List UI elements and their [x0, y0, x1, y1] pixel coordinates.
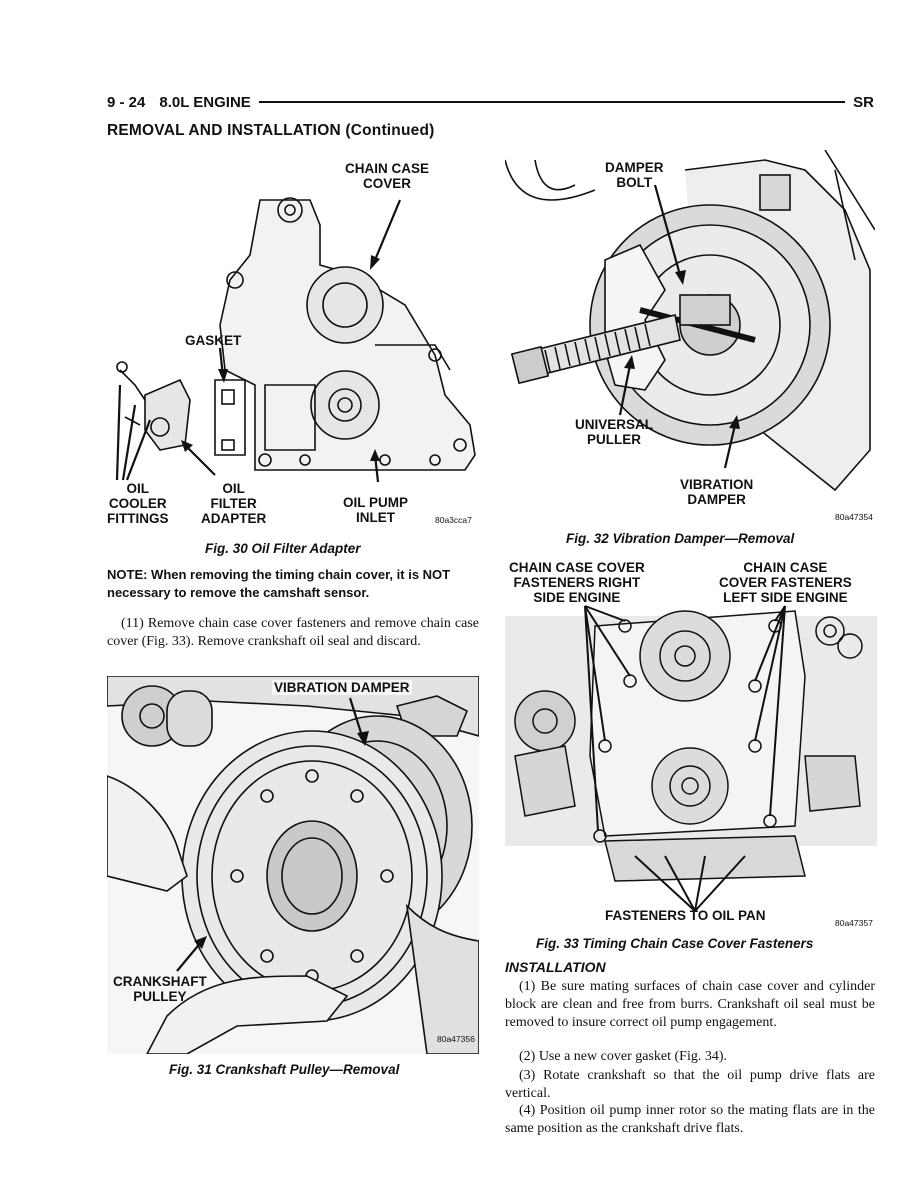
figure-code: 80a47357 [835, 918, 873, 928]
callout-damper-bolt: DAMPER BOLT [605, 160, 664, 190]
header-rule [258, 101, 846, 103]
callout-fasteners-right-side: CHAIN CASE COVER FASTENERS RIGHT SIDE EN… [507, 560, 647, 605]
callout-gasket: GASKET [185, 333, 242, 348]
figure-30-oil-filter-adapter: CHAIN CASE COVER GASKET OIL COOLER FITTI… [105, 155, 480, 535]
figure-32-vibration-damper-removal: DAMPER BOLT UNIVERSAL PULLER VIBRATION D… [505, 150, 875, 522]
section-title: REMOVAL AND INSTALLATION (Continued) [107, 122, 435, 139]
page-header: 9 - 24 8.0L ENGINE SR [107, 92, 874, 112]
figure-33-caption: Fig. 33 Timing Chain Case Cover Fastener… [536, 936, 814, 951]
callout-oil-filter-adapter: OIL FILTER ADAPTER [201, 481, 267, 526]
installation-heading: INSTALLATION [505, 959, 606, 975]
figure-31-illustration [107, 676, 479, 1054]
callout-oil-pump-inlet: OIL PUMP INLET [343, 495, 409, 525]
engine-title: 8.0L ENGINE [159, 93, 251, 111]
figure-code: 80a47354 [835, 512, 873, 522]
figure-30-caption: Fig. 30 Oil Filter Adapter [205, 541, 361, 556]
figure-32-caption: Fig. 32 Vibration Damper—Removal [566, 531, 795, 546]
installation-step-4: (4) Position oil pump inner rotor so the… [505, 1103, 875, 1136]
figure-30-illustration [115, 197, 476, 483]
callout-universal-puller: UNIVERSAL PULLER [575, 417, 654, 447]
note-camshaft-sensor: NOTE: When removing the timing chain cov… [107, 567, 451, 600]
installation-step-3: (3) Rotate crankshaft so that the oil pu… [505, 1068, 875, 1101]
figure-31-crankshaft-pulley: VIBRATION DAMPER CRANKSHAFT PULLEY 80a47… [107, 676, 479, 1054]
installation-step-2: (2) Use a new cover gasket (Fig. 34). [519, 1049, 727, 1064]
callout-crankshaft-pulley: CRANKSHAFT PULLEY [113, 974, 207, 1004]
figure-33-illustration [505, 605, 877, 912]
callout-fasteners-oil-pan: FASTENERS TO OIL PAN [605, 908, 766, 923]
callout-vibration-damper: VIBRATION DAMPER [680, 477, 754, 507]
callout-chain-case-cover: CHAIN CASE COVER [345, 161, 430, 191]
page-number: 9 - 24 [107, 93, 146, 111]
callout-oil-cooler-fittings: OIL COOLER FITTINGS [107, 481, 169, 526]
step-11: (11) Remove chain case cover fasteners a… [107, 616, 479, 649]
model-code: SR [853, 93, 874, 111]
installation-step-1: (1) Be sure mating surfaces of chain cas… [505, 979, 875, 1030]
figure-code: 80a47356 [437, 1034, 475, 1044]
figure-32-illustration [505, 150, 875, 492]
callout-fasteners-left-side: CHAIN CASE COVER FASTENERS LEFT SIDE ENG… [717, 560, 854, 605]
figure-31-caption: Fig. 31 Crankshaft Pulley—Removal [169, 1062, 400, 1077]
figure-code: 80a3cca7 [435, 515, 472, 525]
callout-vibration-damper: VIBRATION DAMPER [272, 680, 412, 695]
figure-33-timing-chain-case-cover-fasteners: CHAIN CASE COVER FASTENERS RIGHT SIDE EN… [505, 556, 877, 931]
